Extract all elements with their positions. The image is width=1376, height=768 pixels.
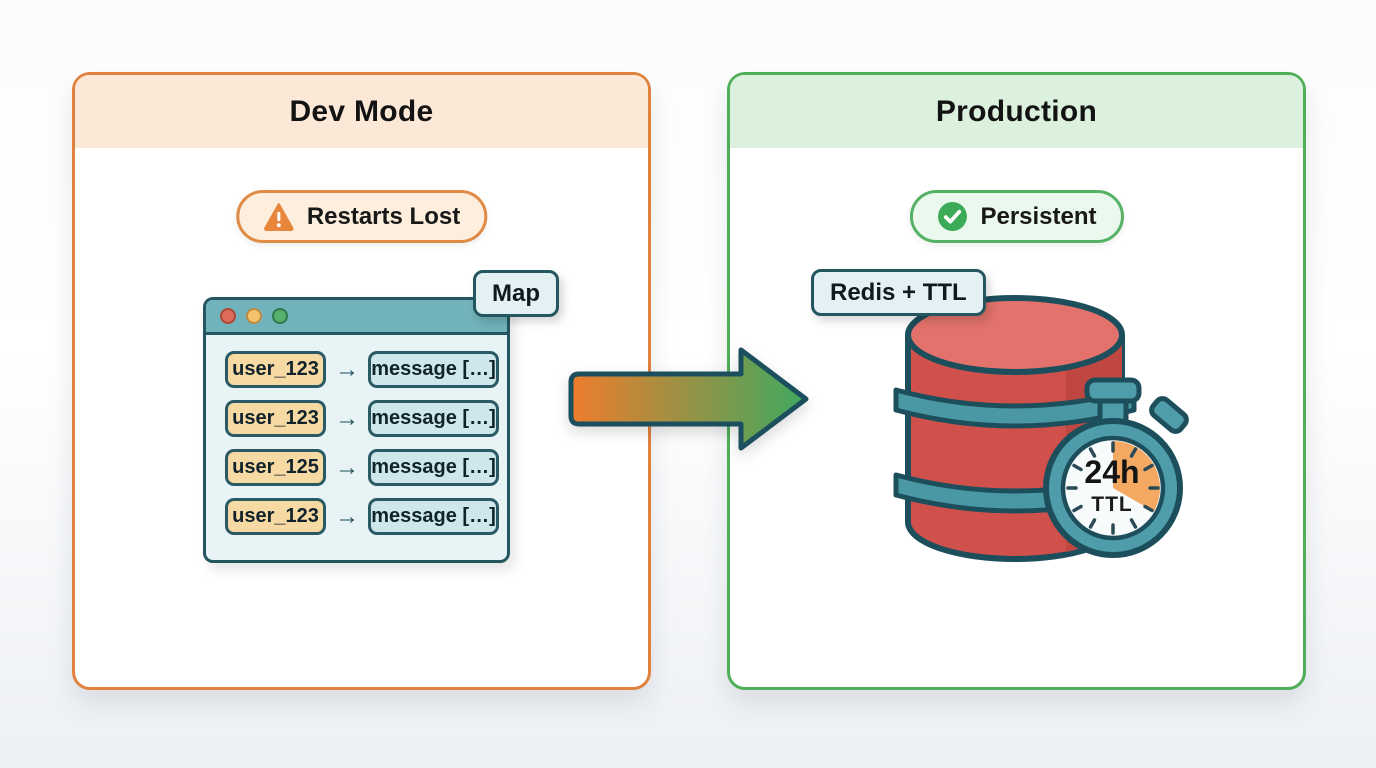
map-entry-row: user_123 → message […] (225, 498, 507, 535)
check-circle-icon (937, 202, 967, 231)
map-rows: user_123 → message […] user_123 → messag… (206, 335, 507, 535)
stopwatch-ticks (1066, 441, 1160, 535)
window-dot-red-icon (220, 308, 236, 324)
dev-panel-title: Dev Mode (289, 94, 434, 128)
map-value-pill: message […] (368, 449, 499, 486)
redis-ttl-tag: Redis + TTL (811, 269, 986, 316)
dev-panel: Dev Mode Restarts Lost (72, 72, 651, 690)
map-value-pill: message […] (368, 400, 499, 437)
redis-database-illustration: 24h TTL (893, 295, 1189, 562)
map-entry-row: user_125 → message […] (225, 449, 507, 486)
map-entry-row: user_123 → message […] (225, 400, 507, 437)
map-entry-row: user_123 → message […] (225, 351, 507, 388)
map-key-pill: user_123 (225, 400, 326, 437)
flow-arrow (568, 347, 809, 451)
map-tag: Map (473, 270, 559, 317)
map-arrow-icon: → (335, 404, 359, 432)
window-dot-yellow-icon (246, 308, 262, 324)
restarts-lost-badge: Restarts Lost (235, 190, 488, 243)
ttl-stopwatch: 24h TTL (1043, 377, 1189, 558)
map-value-pill: message […] (368, 498, 499, 535)
warning-triangle-icon (263, 202, 293, 231)
map-arrow-icon: → (335, 355, 359, 383)
map-arrow-icon: → (335, 502, 359, 530)
badge-label: Persistent (980, 202, 1097, 230)
window-dot-green-icon (272, 308, 288, 324)
dev-panel-header: Dev Mode (75, 75, 648, 148)
window-titlebar (206, 300, 507, 335)
map-key-pill: user_123 (225, 498, 326, 535)
stopwatch-unit: TTL (1091, 493, 1132, 516)
map-key-pill: user_125 (225, 449, 326, 486)
prod-panel-header: Production (730, 75, 1303, 148)
map-value-pill: message […] (368, 351, 499, 388)
stopwatch-value: 24h (1084, 454, 1139, 490)
badge-label: Restarts Lost (306, 202, 461, 230)
map-key-pill: user_123 (225, 351, 326, 388)
prod-panel-title: Production (935, 94, 1098, 128)
map-arrow-icon: → (335, 453, 359, 481)
persistent-badge: Persistent (909, 190, 1124, 243)
map-window: user_123 → message […] user_123 → messag… (203, 297, 510, 563)
ttl-elapsed-wedge (1113, 441, 1160, 512)
database-band (893, 387, 1137, 429)
